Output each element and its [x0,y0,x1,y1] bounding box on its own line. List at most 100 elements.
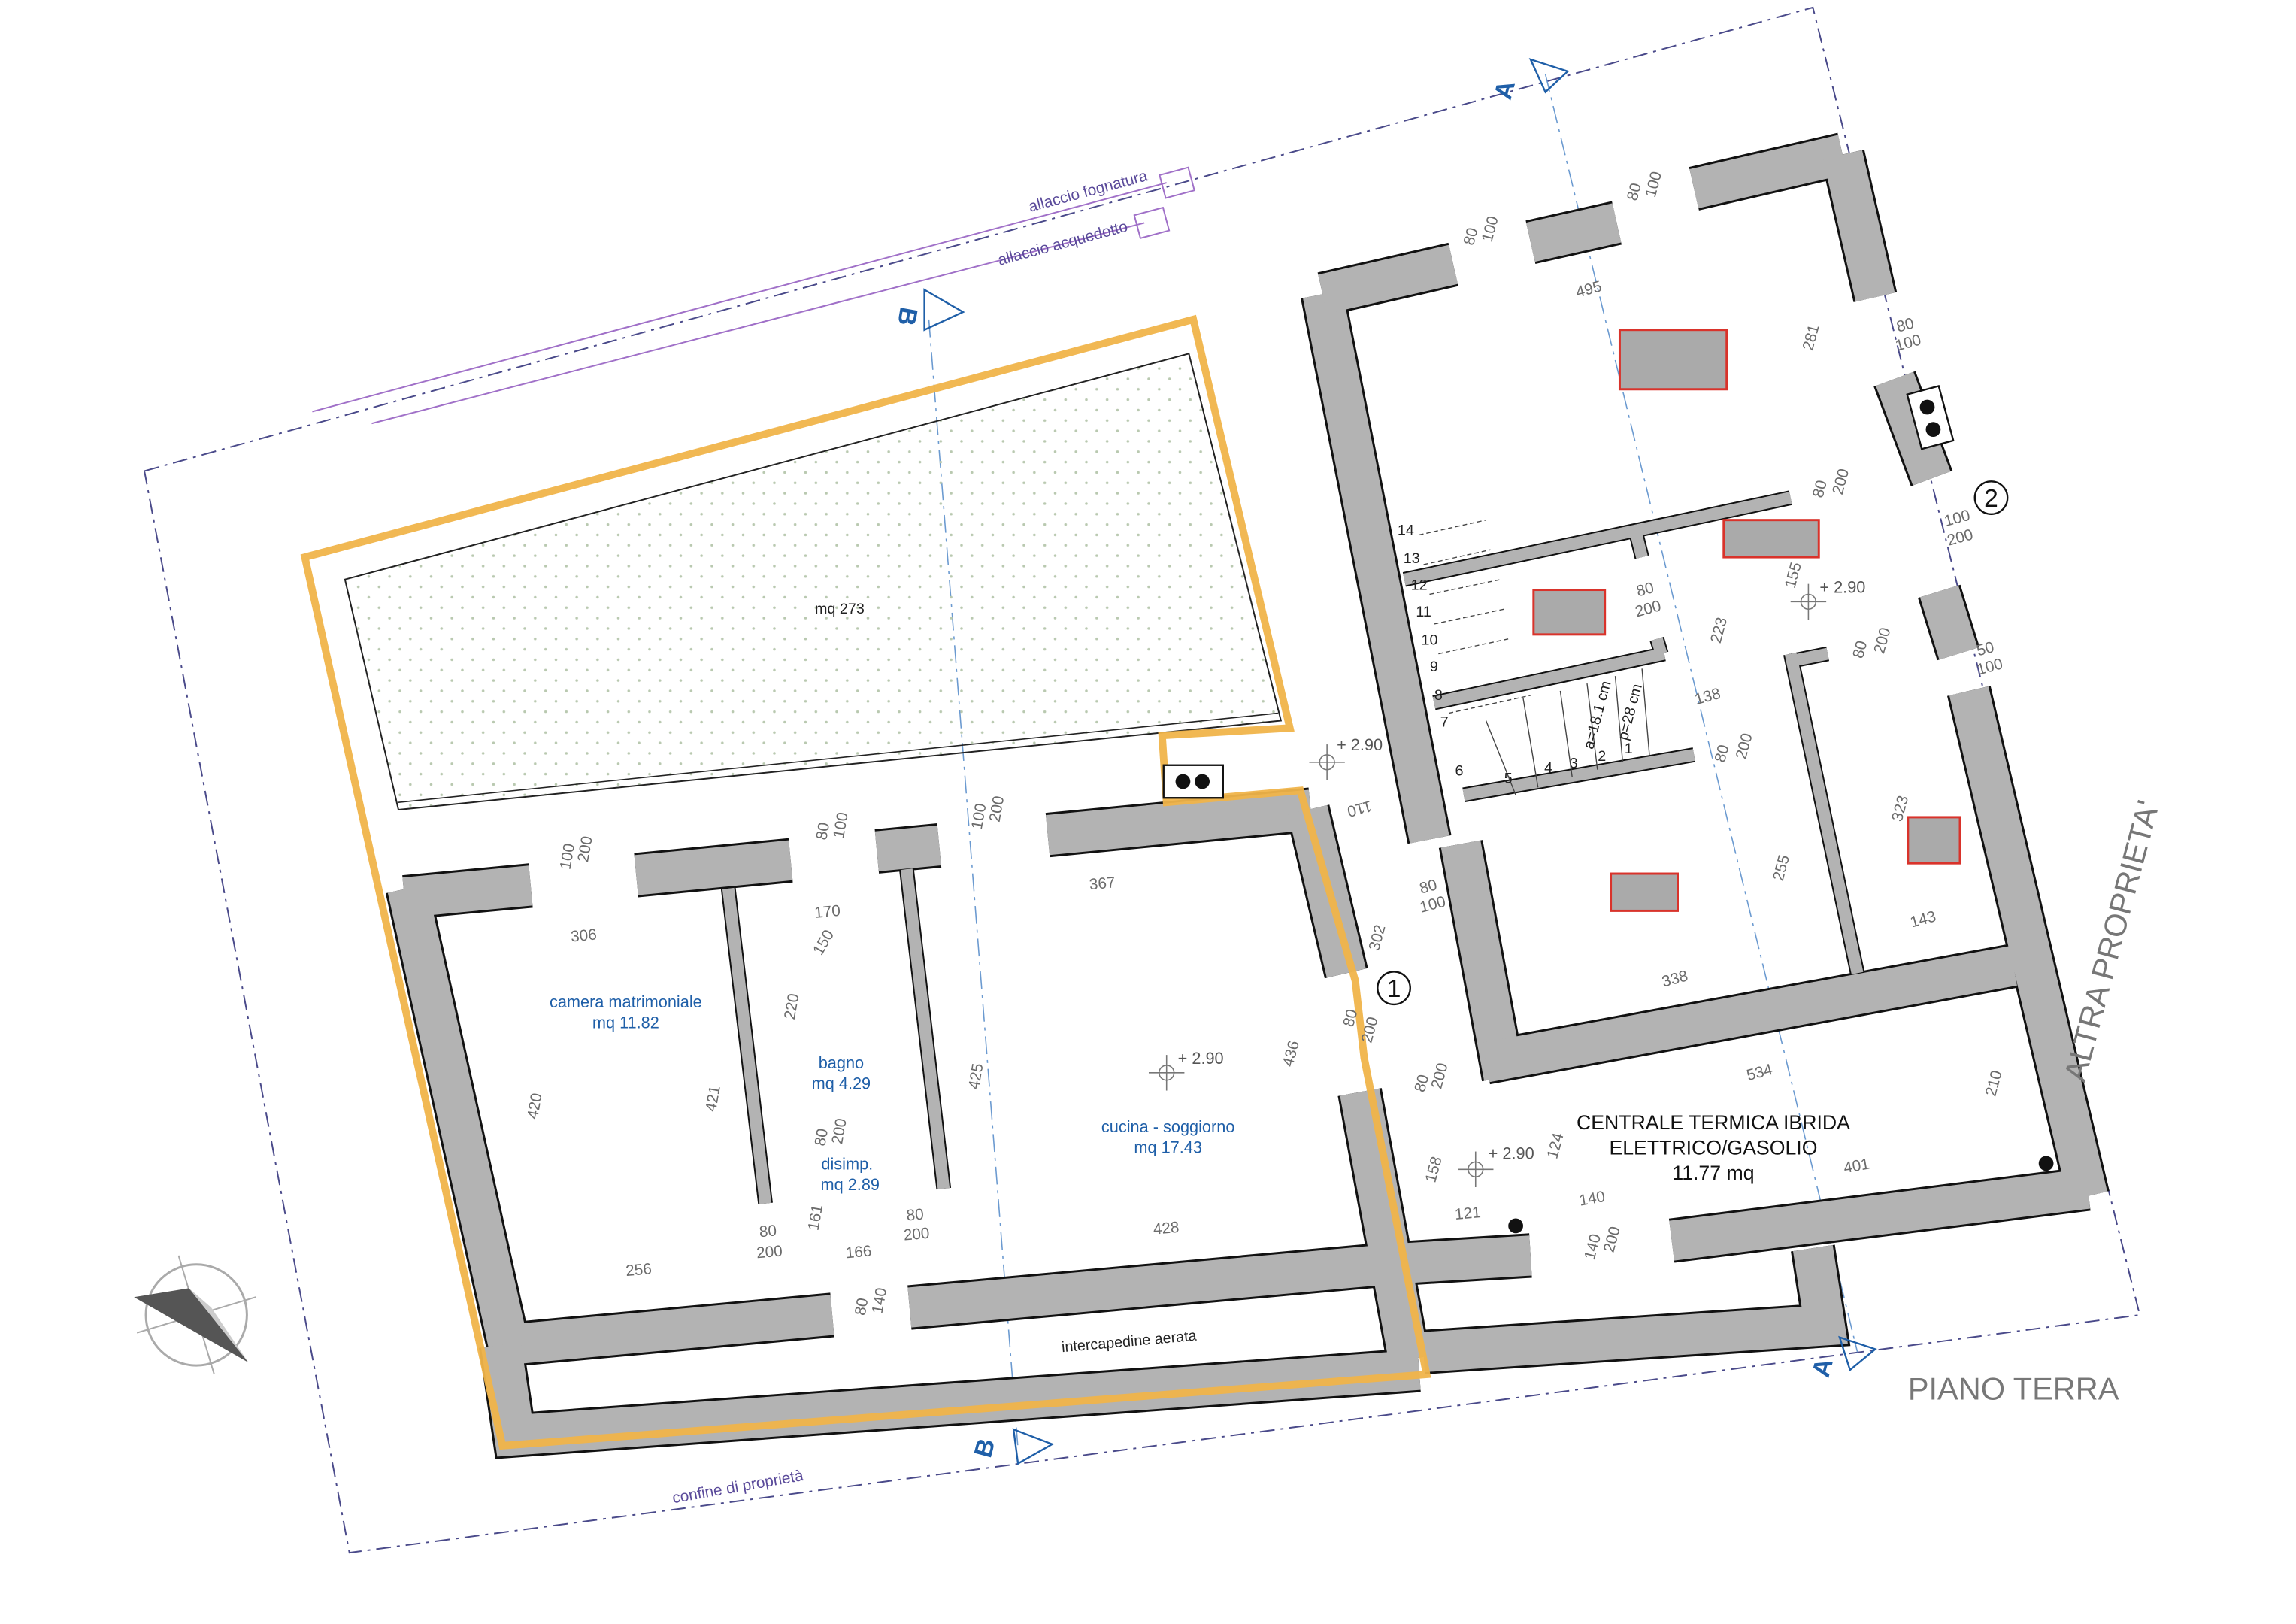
stair-step-number: 5 [1504,770,1513,786]
wall-segment [1822,150,1895,302]
dimension-label: 100 [830,811,852,840]
elevation-label: + 2.90 [1337,735,1383,754]
wall-segment [1340,1088,1429,1364]
dimension-label: 200 [1428,1061,1451,1090]
equipment-block [1907,816,1961,865]
stair-step-number: 3 [1570,756,1578,772]
dimension-label: 80 [813,821,833,841]
elevation-label: + 2.90 [1489,1144,1534,1162]
stair-step-number: 11 [1416,604,1431,620]
flue-boxes [1162,384,2054,1234]
room-area: mq 2.89 [821,1175,880,1194]
elevation-label: + 2.90 [1178,1049,1224,1068]
dimension-label: 158 [1422,1155,1445,1184]
section-label: B [969,1436,1001,1461]
stair-tread-label: p=28 cm [1615,682,1646,741]
dimension-label: 80 [1340,1007,1361,1029]
dimension-label: 80 [759,1222,777,1241]
equipment-blocks [1532,329,1961,912]
room-name: cucina - soggiorno [1101,1117,1234,1136]
dimension-label: 200 [1601,1225,1624,1254]
dimension-label: 100 [1642,170,1665,199]
room-area: mq 11.82 [592,1013,659,1032]
dimension-label: 367 [1089,874,1116,893]
garden-edge [398,712,1278,803]
dimension-label: 80 [1810,478,1831,499]
dimension-label: 200 [1733,732,1756,761]
equipment-block [1610,872,1680,912]
section-label: A [1807,1356,1839,1380]
dimension-label: 50 [1975,638,1996,659]
wall-segment [1422,1244,1848,1372]
dimension-label: 255 [1770,853,1793,883]
wall-segment [1303,290,1449,844]
wall-segment [1440,840,1524,1081]
dimension-label: 534 [1745,1061,1774,1084]
dimension-label: 200 [986,795,1008,823]
dimension-label: 100 [1479,214,1502,244]
neighbor-label: ALTRA PROPRIETA' [2057,796,2166,1085]
dimension-label: 425 [965,1062,987,1091]
plan-title: PIANO TERRA [1908,1371,2119,1407]
wall-segment [874,825,941,871]
dimension-label: 150 [810,927,838,958]
room-area: mq 4.29 [812,1074,871,1093]
equipment-block [1618,329,1728,391]
wall-segment [480,1341,1421,1457]
wall-segment [1462,749,1695,801]
wall-segment [1784,652,1864,975]
dimension-label: 256 [625,1260,652,1280]
wall-segment [901,868,950,1189]
dimension-label: 421 [702,1084,724,1113]
stair-riser-label: a=18.1 cm [1580,679,1614,750]
wall-segment [1789,647,1829,668]
dimension-label: 143 [1908,907,1937,931]
stair-step-number: 13 [1404,550,1420,567]
room-name: disimp. [821,1154,873,1173]
wall-segment [1046,789,1313,856]
dimension-label: 161 [805,1203,827,1232]
dimension-label: 80 [1460,226,1481,247]
wall-segment [1432,647,1666,709]
dimension-label: 80 [1711,743,1732,764]
wall-segment [1949,686,2107,1201]
stair-step-number: 1 [1625,741,1633,757]
stair-step-number: 7 [1440,714,1449,730]
unit-highlight-outline [300,314,1431,1450]
dimension-label: 80 [1895,314,1916,335]
dimension-label: 166 [845,1242,872,1262]
stair-step-number: 8 [1434,687,1443,704]
dimension-label: 80 [811,1127,831,1147]
stair-step-number: 10 [1422,632,1438,649]
wall-segment [1526,203,1622,262]
room-name: bagno [819,1053,864,1072]
dimension-label: 281 [1799,323,1822,352]
room-name: camera matrimoniale [550,992,702,1011]
dimension-label: 436 [1280,1039,1303,1068]
dimension-label: 495 [1574,277,1604,301]
stair-step-number: 12 [1411,577,1428,594]
wall-segment [1651,637,1667,656]
room-name: ELETTRICO/GASOLIO [1609,1137,1817,1159]
dimension-label: 138 [1693,685,1722,708]
wall-segment [1482,946,2017,1083]
wall-segment [907,1243,1407,1328]
wall-segment [1919,585,1978,660]
dimension-label: 80 [1849,639,1870,660]
stair-step-number: 4 [1544,760,1552,777]
dimension-label: 155 [1782,560,1805,589]
dimension-label: 302 [1365,923,1389,953]
stair-step-number: 2 [1598,748,1606,765]
entrance-markers [1377,480,2009,1006]
wall-segment [1876,371,1951,486]
staircase [1419,519,1650,795]
dimension-label: 170 [813,902,841,922]
dimension-label: 80 [1418,876,1439,897]
dimension-label: 200 [756,1242,783,1262]
dimension-label: 200 [903,1225,930,1244]
stair-step-number: 6 [1455,763,1464,780]
north-arrow-icon [134,1255,256,1375]
wall-segment [1628,526,1648,559]
dimension-label: 200 [1634,597,1663,620]
